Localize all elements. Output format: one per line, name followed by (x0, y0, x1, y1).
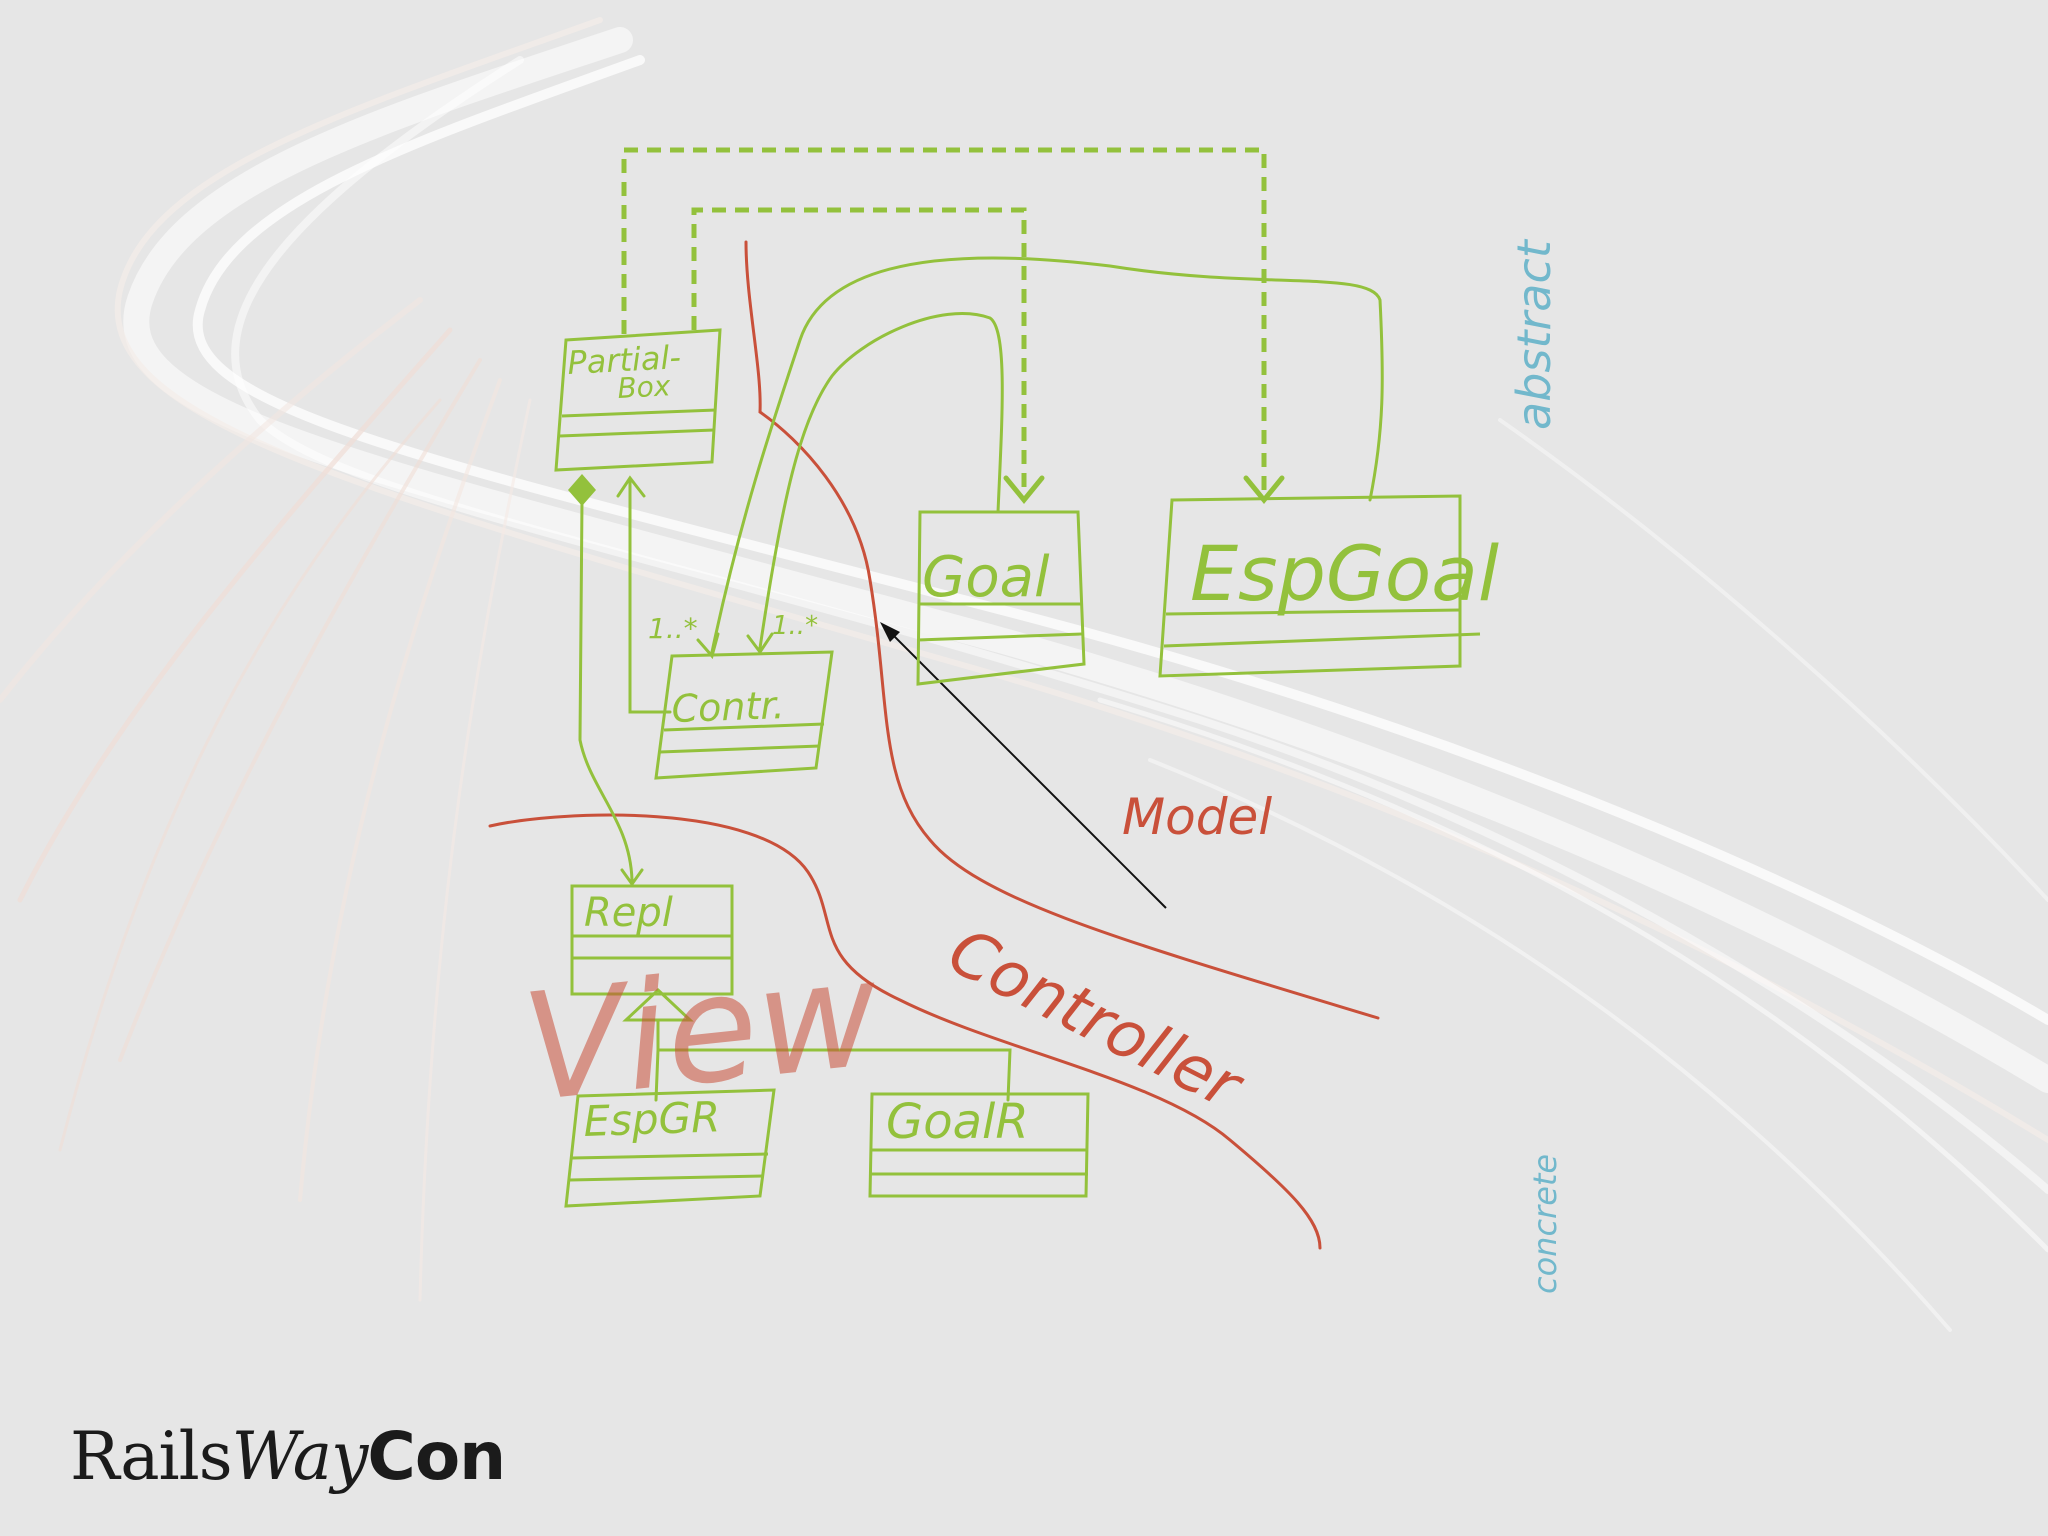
logo-rails: Rails (70, 1418, 232, 1495)
layer-labels: Model Controller View (516, 788, 1273, 1135)
multiplicity-labels: 1..* 1..* (648, 611, 818, 645)
logo-con: Con (367, 1418, 505, 1495)
goalr-label: GoalR (886, 1094, 1029, 1150)
repl-label: Repl (584, 890, 673, 936)
multiplicity-left: 1..* (648, 612, 698, 645)
multiplicity-right: 1..* (772, 611, 818, 641)
dependency-partialbox-espgoal (624, 150, 1264, 494)
logo-way: Way (232, 1418, 368, 1495)
contr-label: Contr. (671, 683, 785, 731)
view-label: View (516, 927, 887, 1135)
dependency-arrowheads (1006, 478, 1282, 500)
partial-box-label-line2: Box (617, 369, 672, 405)
side-labels: abstract concrete (1507, 238, 1564, 1294)
concrete-label: concrete (1526, 1154, 1564, 1294)
abstract-label: abstract (1507, 238, 1561, 430)
goal-label: Goal (922, 545, 1050, 610)
dependency-arrows (624, 150, 1264, 494)
model-label: Model (1122, 788, 1272, 846)
espgoal-label: EspGoal (1190, 529, 1499, 618)
railswaycon-logo: RailsWayCon (70, 1418, 505, 1495)
